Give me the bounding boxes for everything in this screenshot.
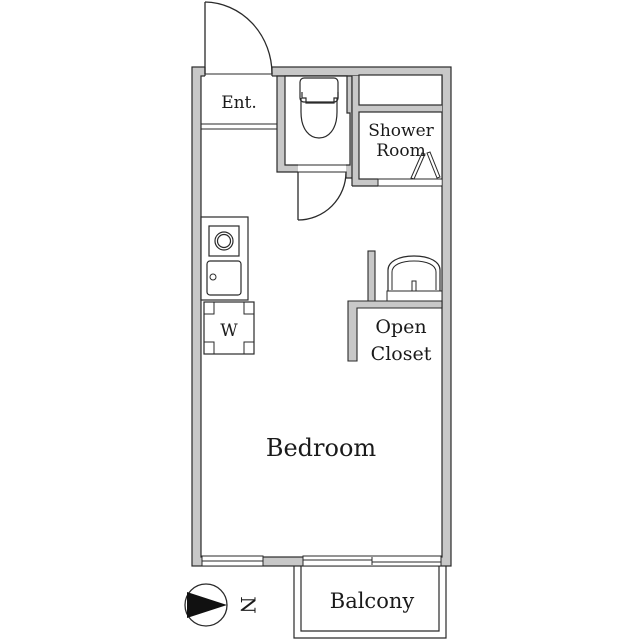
washer: W	[203, 301, 255, 355]
stove-icon	[208, 225, 240, 257]
open-closet: Open Closet	[347, 300, 443, 365]
kitchen	[200, 216, 249, 301]
entrance-label: Ent.	[221, 93, 257, 113]
bedroom-windows[interactable]	[201, 555, 442, 567]
toilet-icon	[299, 77, 339, 139]
shower-room: Shower Room	[351, 74, 443, 187]
balcony-label: Balcony	[330, 589, 415, 613]
north-label: N	[236, 596, 260, 614]
bedroom-label: Bedroom	[266, 434, 377, 462]
shower-folding-door[interactable]	[410, 151, 441, 180]
entrance-area	[201, 1, 277, 130]
balcony: Balcony	[293, 566, 447, 639]
kitchen-sink-icon	[206, 260, 242, 296]
toilet-room	[276, 75, 357, 221]
entrance-door[interactable]	[204, 1, 273, 75]
shower-room-label-line1: Shower	[368, 121, 434, 141]
toilet-door[interactable]	[297, 171, 347, 221]
compass: N	[184, 583, 260, 627]
north-arrow-icon	[184, 583, 228, 627]
open-closet-label-line1: Open	[375, 316, 426, 338]
shower-room-label-line2: Room	[376, 141, 425, 161]
washer-label: W	[220, 321, 238, 341]
open-closet-label-line2: Closet	[371, 343, 432, 365]
